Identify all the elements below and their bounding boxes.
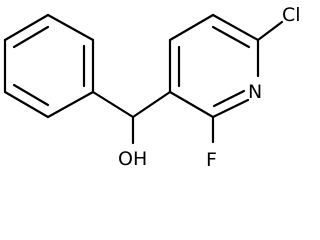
structure-diagram: Cl N F OH [3,4,301,171]
double-bond-inner [12,25,50,49]
hydroxyl-label: OH [118,148,147,170]
phenyl-ring [3,13,95,119]
fluorine-label: F [206,149,217,171]
bond [168,13,215,42]
bond [211,13,260,42]
bond [91,90,135,119]
chlorine-label: Cl [282,4,301,26]
bond-to-cl [256,20,284,42]
bond [3,13,50,42]
bond [211,98,250,119]
double-bond-inner [212,89,246,108]
pyridine-ring [168,13,260,119]
double-bond-inner [211,25,251,49]
bond [168,90,215,119]
bond [3,90,50,119]
bond [46,13,95,42]
bond [46,90,95,119]
double-bond-inner [12,83,50,107]
nitrogen-label: N [248,81,262,103]
carbinol-center [91,90,172,145]
bond [131,90,172,119]
